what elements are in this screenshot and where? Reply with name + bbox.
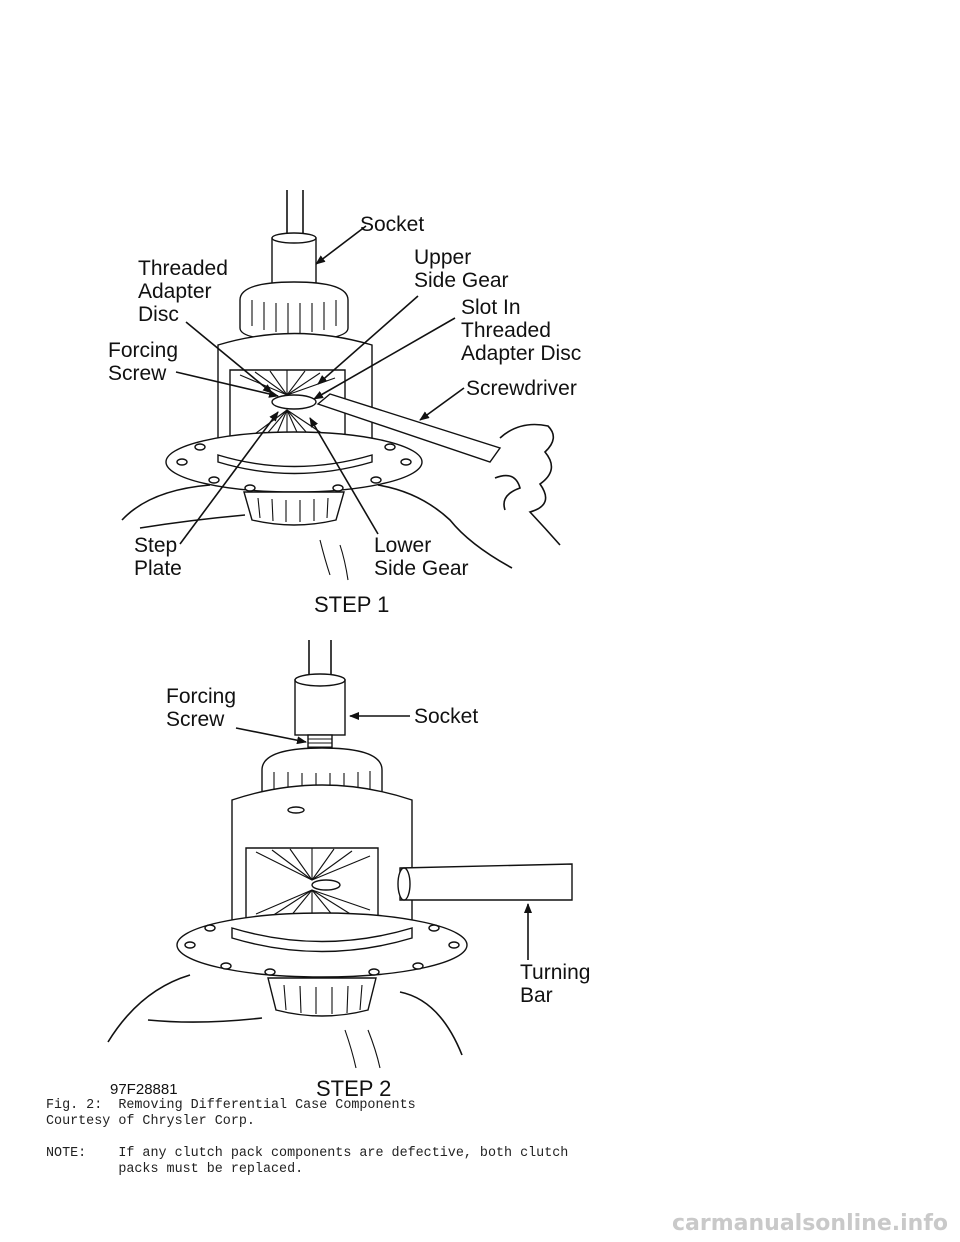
step2-labels: Forcing Screw Socket Turning Bar 97F2888… — [110, 685, 590, 1100]
label-turning-bar-2: Bar — [520, 984, 553, 1007]
label-socket-step1: Socket — [360, 213, 424, 236]
step2-leaders — [235, 712, 532, 960]
step2-socket-body — [294, 679, 346, 736]
label-step-plate-2: Plate — [134, 557, 182, 580]
label-step-plate-1: Step — [134, 534, 177, 557]
step1-labels: Socket Threaded Adapter Disc Upper Side … — [108, 213, 581, 617]
label-forcing-screw-step1-1: Forcing — [108, 339, 178, 362]
label-lower-side-gear-1: Lower — [374, 534, 431, 557]
step2-illustration — [107, 640, 573, 1069]
label-slot-1: Slot In — [461, 296, 521, 319]
label-screwdriver: Screwdriver — [466, 377, 577, 400]
label-slot-3: Adapter Disc — [461, 342, 581, 365]
label-lower-side-gear-2: Side Gear — [374, 557, 469, 580]
label-upper-side-gear-2: Side Gear — [414, 269, 509, 292]
step1-upper-bearing — [239, 281, 349, 341]
label-upper-side-gear-1: Upper — [414, 246, 471, 269]
label-forcing-screw-step1-2: Screw — [108, 362, 167, 385]
label-forcing-screw-step2-2: Screw — [166, 708, 225, 731]
label-threaded-1: Threaded — [138, 257, 228, 280]
caption-line-2: Courtesy of Chrysler Corp. — [46, 1114, 255, 1129]
label-turning-bar-1: Turning — [520, 961, 590, 984]
step2-lower-bearing — [267, 977, 377, 1017]
label-forcing-screw-step2-1: Forcing — [166, 685, 236, 708]
step1-illustration — [121, 190, 561, 581]
watermark: carmanualsonline.info — [672, 1211, 948, 1236]
label-slot-2: Threaded — [461, 319, 551, 342]
figure-caption: Fig. 2: Removing Differential Case Compo… — [46, 1098, 568, 1178]
figure-id: 97F28881 — [110, 1081, 178, 1098]
step2-turning-bar — [399, 863, 573, 901]
step1-title: STEP 1 — [314, 592, 389, 617]
step1-adapter-disc — [271, 394, 317, 410]
step1-flange — [165, 431, 423, 493]
step1-socket-body — [271, 237, 317, 289]
differential-diagram: Socket Threaded Adapter Disc Upper Side … — [107, 190, 590, 1100]
label-threaded-2: Adapter — [138, 280, 212, 303]
step1-lower-bearing — [243, 491, 345, 526]
caption-line-5: packs must be replaced. — [46, 1162, 304, 1177]
caption-line-4: NOTE: If any clutch pack components are … — [46, 1146, 569, 1161]
step1-screwdriver — [316, 393, 502, 463]
label-threaded-3: Disc — [138, 303, 179, 326]
step1-leaders — [175, 225, 465, 545]
caption-line-1: Fig. 2: Removing Differential Case Compo… — [46, 1098, 416, 1113]
step2-title: STEP 2 — [316, 1076, 391, 1100]
label-socket-step2: Socket — [414, 705, 478, 728]
